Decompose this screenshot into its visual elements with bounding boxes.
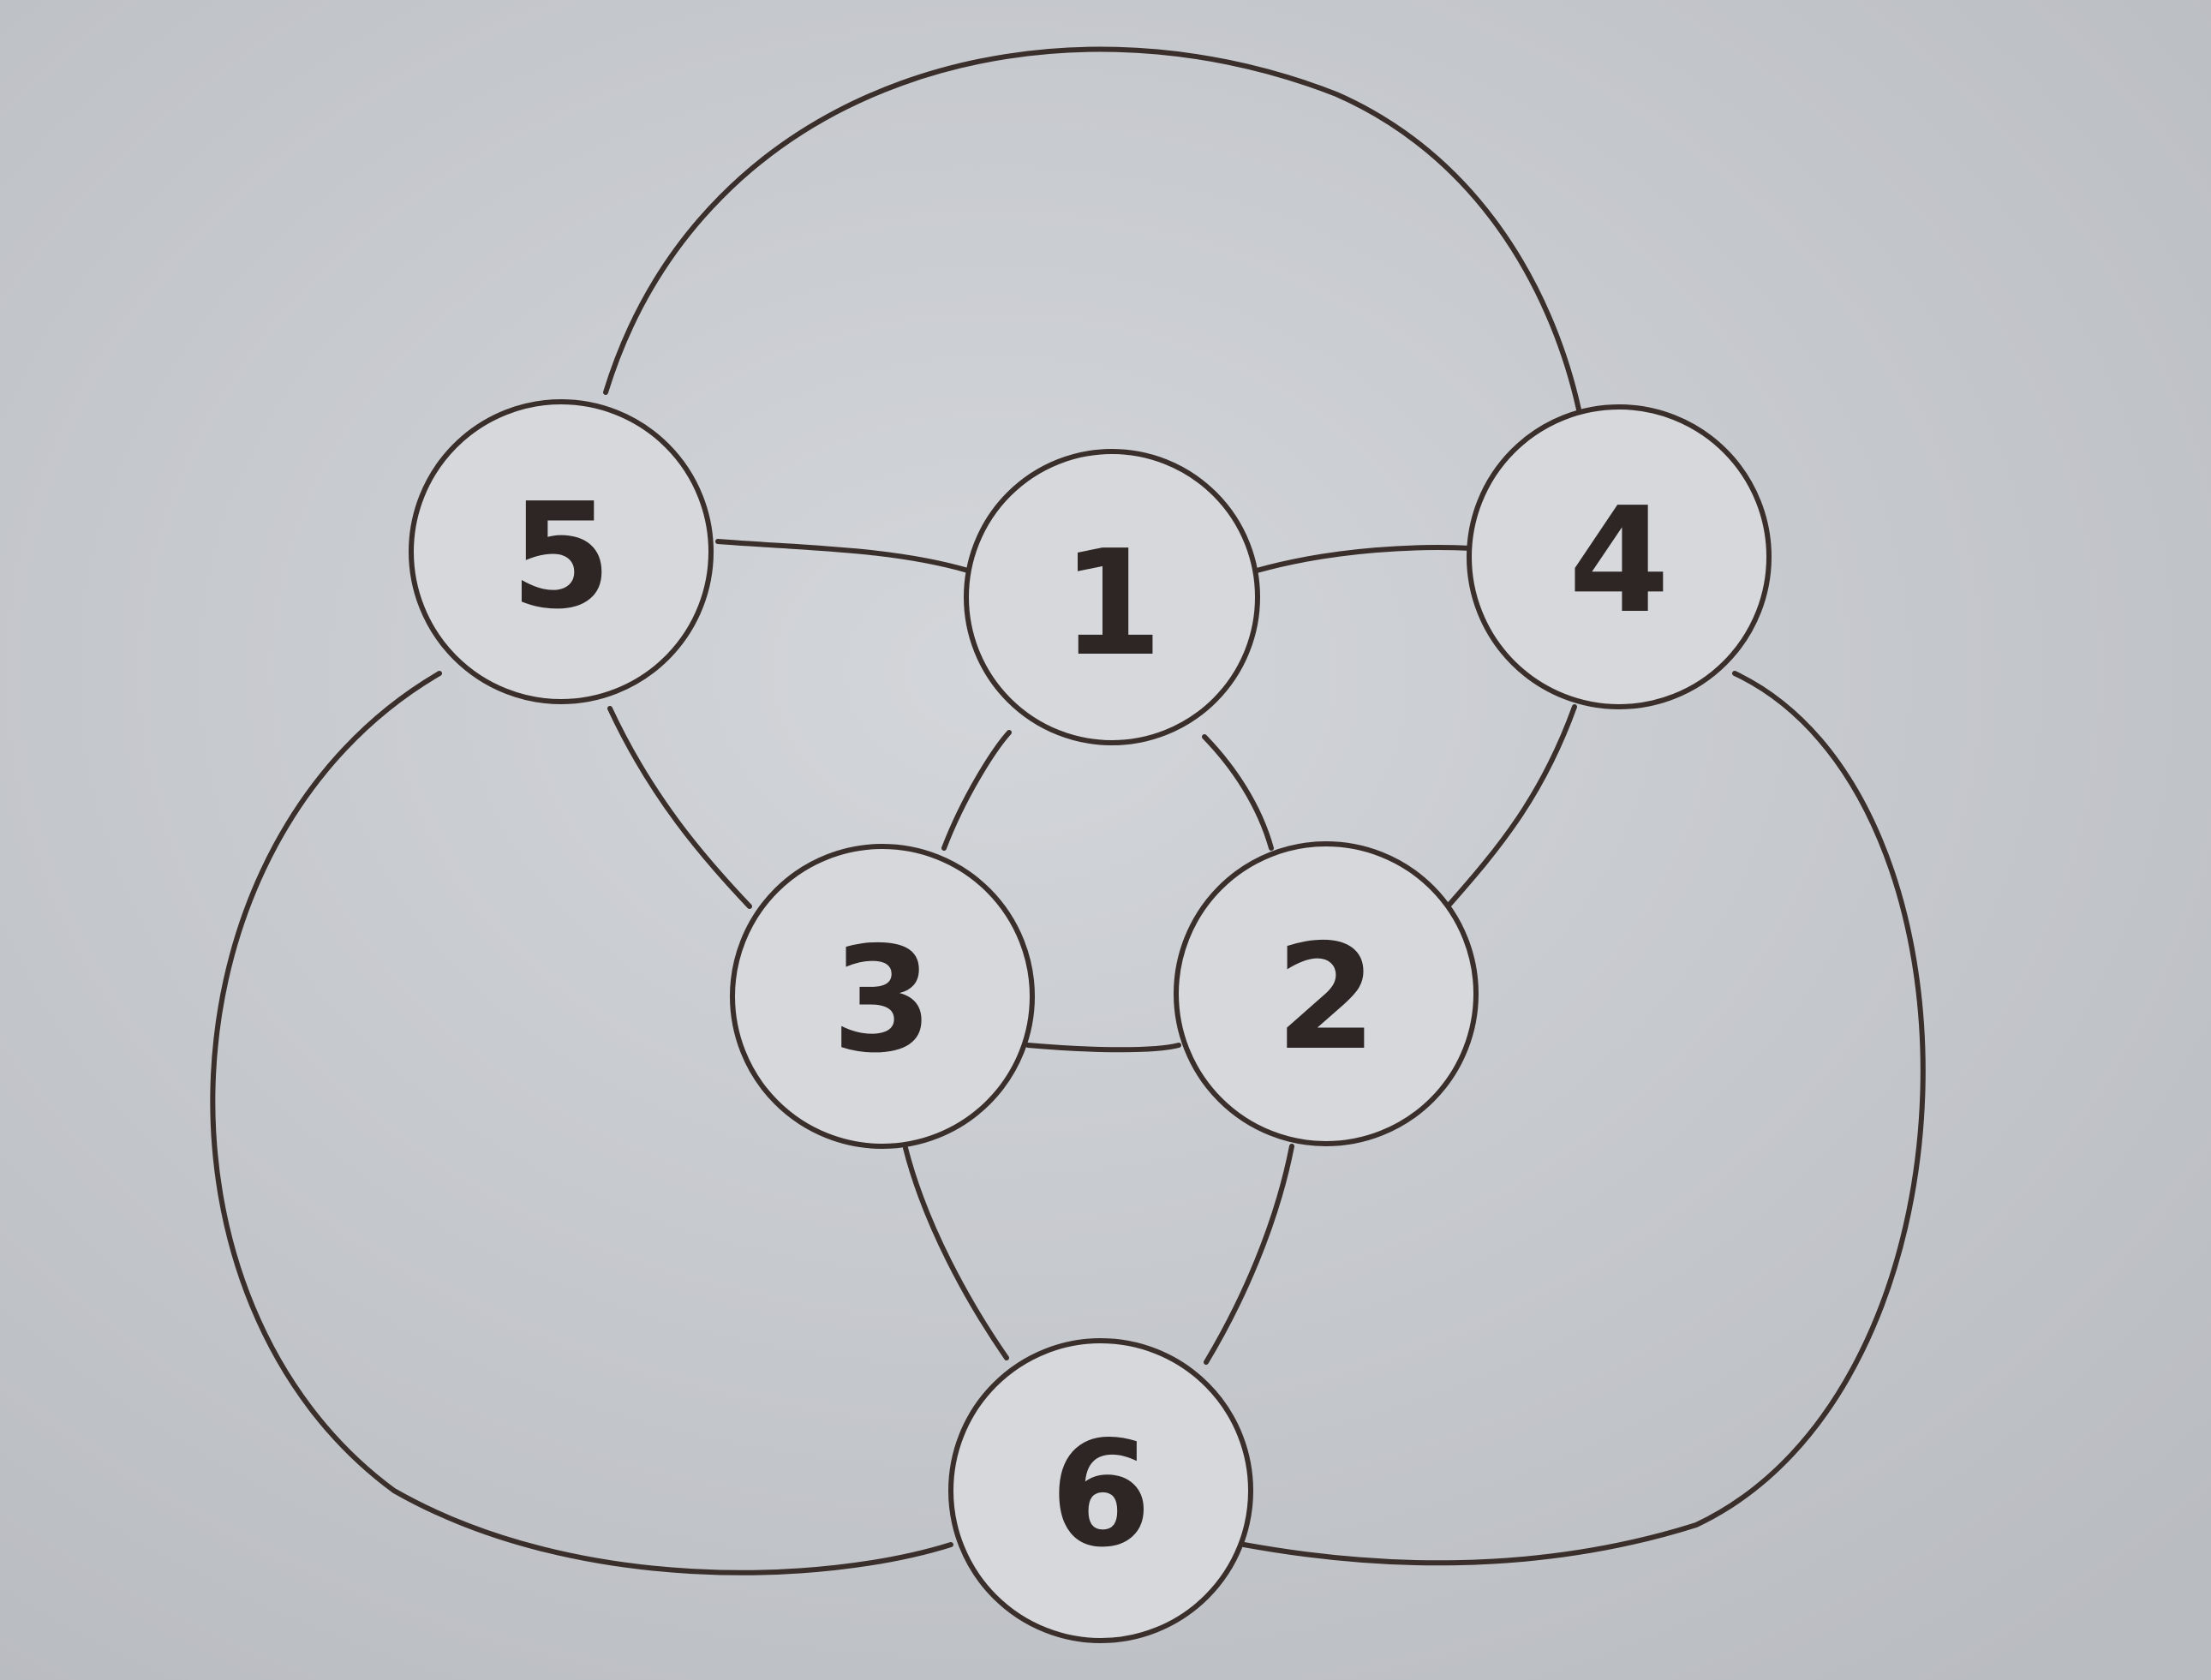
node-2-label: 2 xyxy=(1276,913,1377,1083)
node-6: 6 xyxy=(948,1338,1253,1643)
node-5-label: 5 xyxy=(511,472,612,642)
edge-5-6 xyxy=(210,671,953,1575)
node-1: 1 xyxy=(964,449,1260,745)
edges xyxy=(210,46,1926,1575)
node-4-label: 4 xyxy=(1569,476,1670,646)
edge-1-2 xyxy=(1202,734,1274,851)
node-5: 5 xyxy=(409,399,714,704)
edge-3-6 xyxy=(903,1145,1009,1360)
node-3-label: 3 xyxy=(832,916,933,1085)
node-1-label: 1 xyxy=(1061,519,1162,689)
edge-4-2 xyxy=(1445,704,1577,909)
node-3: 3 xyxy=(730,844,1035,1149)
edge-1-3 xyxy=(941,730,1012,851)
edge-5-1 xyxy=(715,539,971,573)
edge-5-4 xyxy=(603,46,1581,412)
edge-1-4 xyxy=(1254,545,1474,573)
nodes: 5 1 4 3 2 6 xyxy=(409,399,1772,1643)
node-6-label: 6 xyxy=(1050,1410,1151,1580)
node-5-circle xyxy=(409,399,714,704)
node-2: 2 xyxy=(1174,841,1479,1146)
edge-4-6 xyxy=(1241,671,1926,1566)
node-4: 4 xyxy=(1467,404,1772,709)
node-1-circle xyxy=(964,449,1260,745)
edge-2-6 xyxy=(1204,1144,1294,1365)
node-4-circle xyxy=(1467,404,1772,709)
node-3-circle xyxy=(730,844,1035,1149)
edge-3-2 xyxy=(1025,1043,1181,1053)
node-2-circle xyxy=(1174,841,1479,1146)
node-6-circle xyxy=(948,1338,1253,1643)
edge-5-3 xyxy=(607,706,752,909)
